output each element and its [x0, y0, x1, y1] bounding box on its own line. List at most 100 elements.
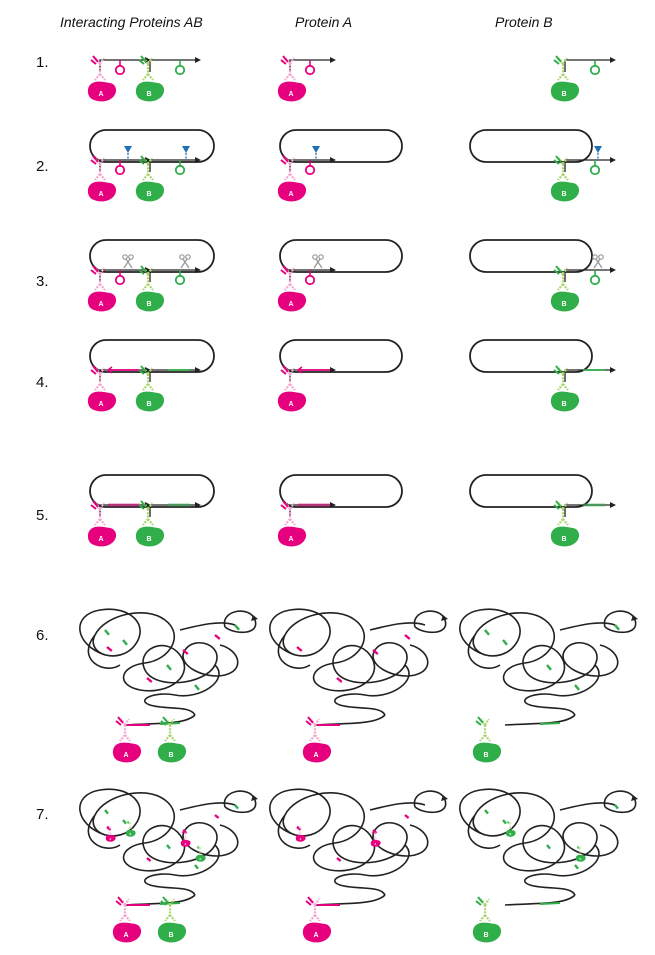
protein-label-a: A	[184, 843, 186, 846]
protein-b-complex: B	[550, 265, 580, 312]
antibody-icon	[197, 846, 203, 855]
protein-blob-icon	[277, 81, 307, 102]
step-number-5: 5.	[36, 507, 49, 524]
protein-label-b: B	[129, 833, 131, 836]
antibody-icon	[309, 898, 321, 922]
protein-blob-icon	[472, 742, 502, 763]
scissors-ring-1	[312, 254, 318, 260]
protein-blob-icon	[105, 834, 116, 842]
chromatin-mark-a	[336, 677, 343, 683]
step-number-1: 1.	[36, 54, 49, 71]
protein-label-a: A	[288, 536, 293, 543]
antibody-icon	[284, 502, 296, 526]
step-number-4: 4.	[36, 374, 49, 391]
antibody-icon	[284, 157, 296, 181]
chromatin-mark-b	[166, 664, 172, 671]
plasmid-loop	[89, 239, 215, 273]
step-1-column-3: B	[550, 55, 616, 102]
antibody-tip-icon	[475, 716, 484, 726]
hairpin-loop-icon	[114, 64, 126, 76]
strand-end-arrow	[441, 795, 448, 801]
dna-arrow-b-head	[610, 502, 616, 508]
scissors-ring-1	[592, 254, 598, 260]
protein-label-a: A	[123, 932, 128, 939]
protein-b-complex: B	[550, 500, 580, 547]
chromatin-mark-b	[614, 804, 619, 810]
chromatin-mark-a	[404, 634, 411, 640]
protein-blob-icon	[135, 526, 165, 547]
step-6-column-3: B	[459, 608, 638, 763]
plasmid-loop	[469, 239, 593, 273]
antibody-tip-icon	[553, 500, 562, 510]
chromatin-mark-a	[146, 677, 153, 683]
protein-b-complex: B	[135, 155, 165, 202]
antibody-tip-icon	[160, 716, 169, 726]
step-5-column-2: A	[277, 474, 403, 547]
protein-label-b: B	[561, 191, 566, 198]
protein-blob-icon	[277, 391, 307, 412]
column-header-interacting-ab: Interacting Proteins AB	[60, 14, 203, 30]
protein-blob-icon	[370, 839, 381, 847]
step-2-column-3: B	[469, 129, 616, 202]
triangle-marker-icon	[312, 146, 320, 153]
chromatin-mark-a	[146, 857, 152, 862]
antibody-tip-icon	[506, 820, 510, 824]
antibody-icon	[284, 267, 296, 291]
protein-label-a: A	[288, 401, 293, 408]
step-number-3: 3.	[36, 273, 49, 290]
antibody-tip-icon	[196, 845, 200, 849]
antibody-tip-icon	[126, 820, 130, 824]
step-number-2: 2.	[36, 158, 49, 175]
protein-label-b: B	[146, 91, 151, 98]
segment-a-arrow	[106, 366, 113, 374]
hairpin-loop-icon	[589, 164, 601, 176]
antibody-icon	[507, 821, 513, 830]
dna-arrow-b-head	[610, 367, 616, 373]
protein-blob-icon	[157, 742, 187, 763]
protein-label-a: A	[123, 752, 128, 759]
protein-b-complex: B	[135, 365, 165, 412]
protein-blob-icon	[135, 81, 165, 102]
chromatin-mark-b	[166, 844, 171, 850]
strand-end-arrow	[251, 615, 258, 621]
triangle-marker-icon	[182, 146, 190, 153]
plasmid-loop	[279, 339, 403, 373]
protein-blob-icon	[87, 526, 117, 547]
protein-label-a: A	[374, 843, 376, 846]
plasmid-loop	[279, 129, 403, 163]
protein-label-a: A	[98, 301, 103, 308]
triangle-marker-icon	[594, 146, 602, 153]
column-header-protein-a: Protein A	[295, 14, 353, 30]
protein-label-b: B	[483, 752, 488, 759]
step-5-column-3: B	[469, 474, 616, 547]
scissors-ring-2	[318, 254, 324, 260]
plasmid-loop	[89, 129, 215, 163]
strand-tail	[314, 894, 386, 906]
protein-blob-icon	[295, 834, 306, 842]
plasmid-loop	[89, 339, 215, 373]
antibody-tip-icon	[138, 500, 147, 510]
protein-blob-icon	[550, 81, 580, 102]
antibody-tip-icon	[280, 155, 289, 165]
protein-label-b: B	[146, 401, 151, 408]
protein-blob-icon	[87, 391, 117, 412]
protein-blob-icon	[505, 829, 516, 837]
antibody-icon	[577, 846, 583, 855]
antibody-tip-icon	[138, 55, 147, 65]
chromatin-tangle: B	[459, 608, 638, 763]
protein-a-complex: A	[277, 500, 307, 547]
antibody-tip-icon	[280, 265, 289, 275]
tail-segment-b	[539, 722, 561, 725]
step-number-6: 6.	[36, 627, 49, 644]
protein-label-b: B	[146, 301, 151, 308]
protein-b-complex: B	[195, 845, 206, 862]
scissors-blades	[593, 258, 603, 269]
protein-label-b: B	[146, 191, 151, 198]
plasmid-loop	[469, 474, 593, 508]
protein-blob-icon	[277, 526, 307, 547]
antibody-icon	[142, 267, 154, 291]
